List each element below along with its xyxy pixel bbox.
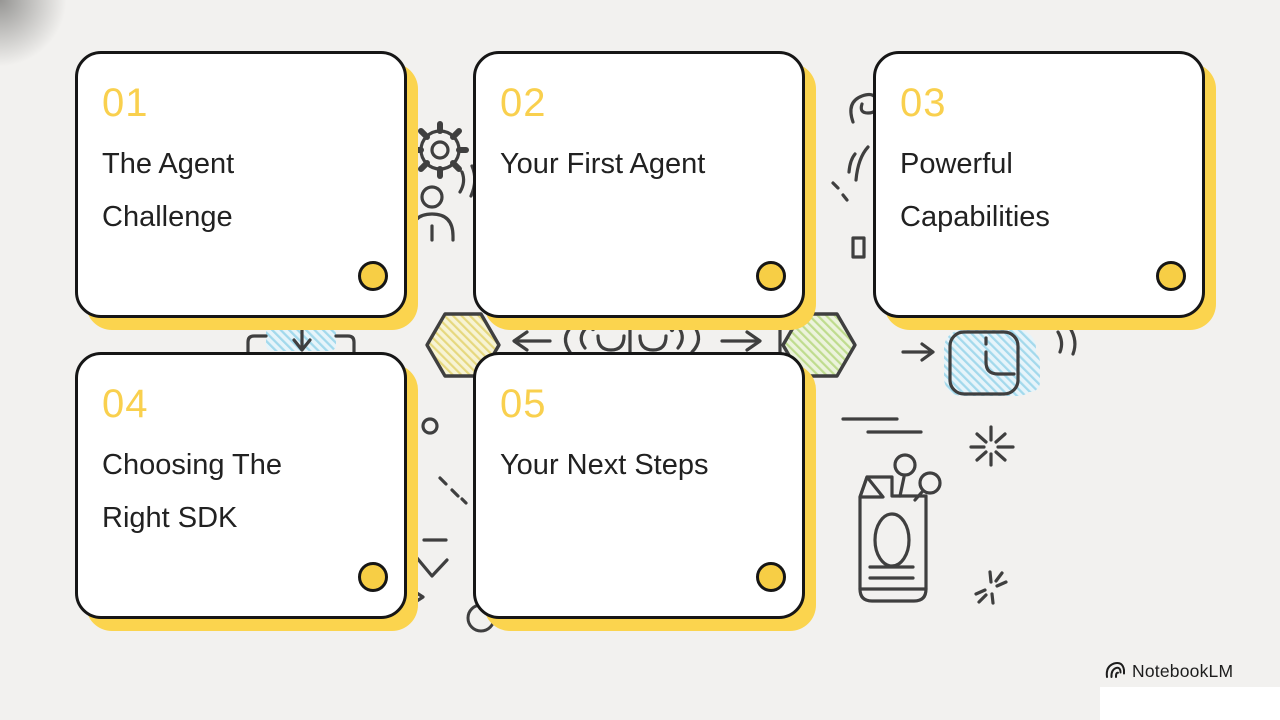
card-title: The Agent Challenge [102, 148, 235, 233]
chevron-v-icon [415, 556, 449, 578]
card-title: Choosing The Right SDK [102, 449, 283, 534]
card-number: 03 [900, 81, 947, 125]
card-corner-dot-icon [358, 261, 388, 291]
card-number: 05 [500, 382, 547, 426]
conversation-squiggle-icon [563, 322, 782, 358]
card-number: 04 [102, 382, 149, 426]
card-01: 01 The Agent Challenge [75, 51, 407, 318]
signal-arcs-icon [1056, 326, 1077, 356]
pin-circles-icon [893, 453, 942, 502]
gear-icon [411, 121, 477, 198]
card-corner-dot-icon [358, 562, 388, 592]
card-corner-dot-icon [756, 562, 786, 592]
down-arrow-icon [292, 324, 312, 352]
card-03: 03 Powerful Capabilities [873, 51, 1205, 318]
dashed-line-icon [841, 417, 923, 434]
notebooklm-logo-icon [1105, 661, 1125, 678]
notebooklm-wordmark: NotebookLM [1132, 660, 1234, 681]
notebooklm-logo: NotebookLM [1104, 660, 1233, 682]
right-arrow-icon [720, 330, 762, 352]
chevron-right-icon [407, 586, 425, 608]
sparkle-burst-icon [969, 425, 1015, 467]
circle-outline-icon [421, 417, 439, 435]
left-arrow-icon [512, 330, 552, 352]
person-icon [409, 185, 455, 242]
caption-box [1100, 687, 1280, 720]
card-title: Powerful Capabilities [900, 148, 1050, 233]
flowchart-node-icon [901, 330, 1040, 396]
card-title: Your First Agent [500, 148, 706, 180]
document-icon [858, 475, 928, 603]
card-04: 04 Choosing The Right SDK [75, 352, 407, 619]
sparkle-small-icon [974, 570, 1008, 605]
card-title: Your Next Steps [500, 449, 709, 481]
card-02: 02 Your First Agent [473, 51, 805, 318]
card-corner-dot-icon [756, 261, 786, 291]
card-number: 02 [500, 81, 547, 125]
card-corner-dot-icon [1156, 261, 1186, 291]
spiral-squiggle-icon [831, 92, 879, 259]
card-05: 05 Your Next Steps [473, 352, 805, 619]
card-number: 01 [102, 81, 149, 125]
dashed-line-icon [422, 476, 468, 542]
